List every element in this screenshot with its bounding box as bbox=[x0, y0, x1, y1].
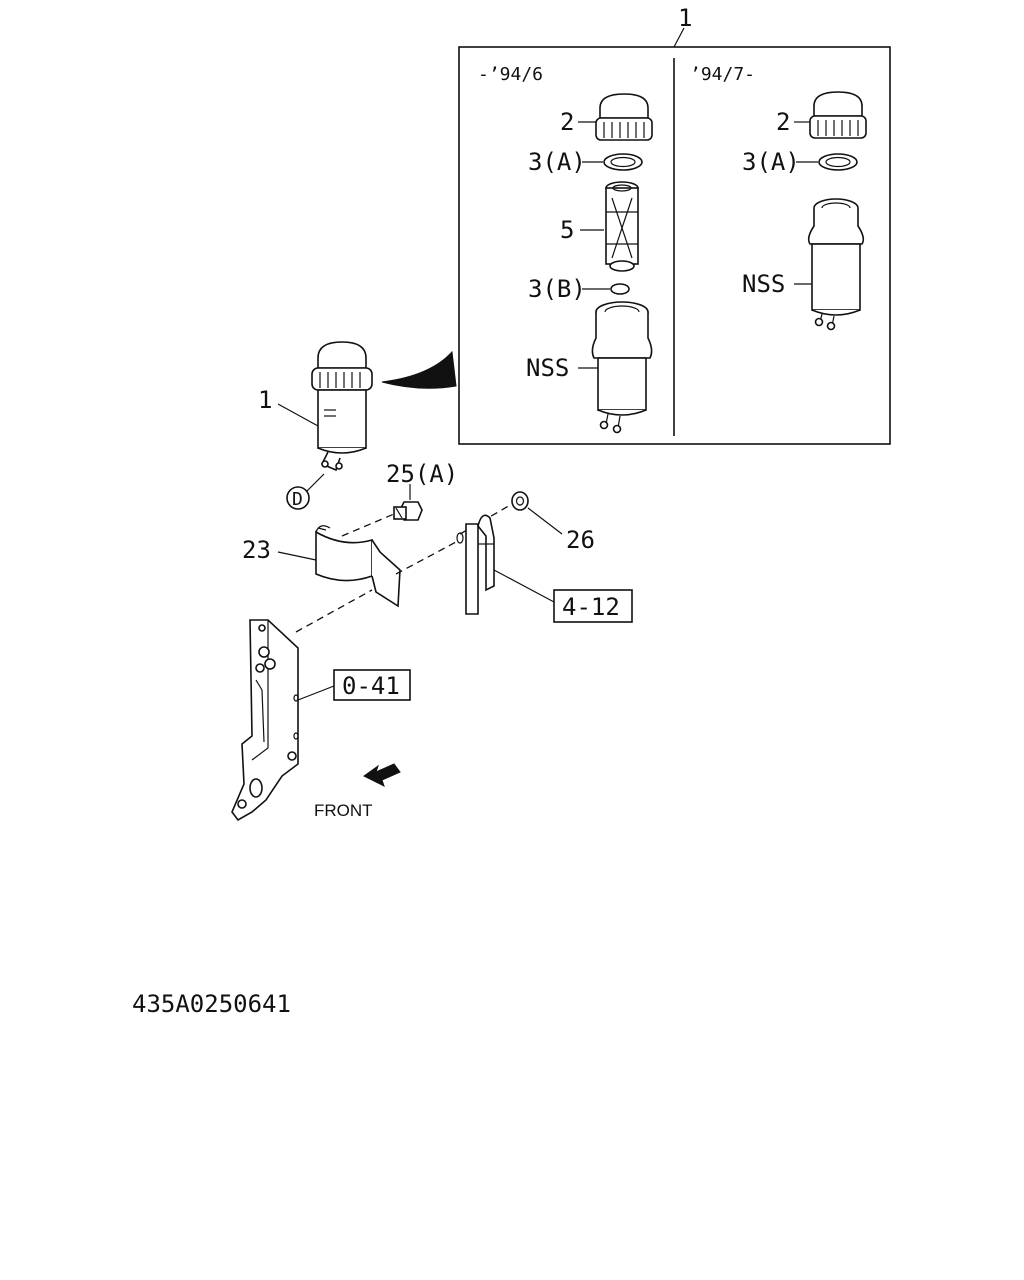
left-label-3b: 3(B) bbox=[528, 275, 586, 303]
right-label-2: 2 bbox=[776, 108, 790, 136]
main-label-25a: 25(A) bbox=[386, 460, 458, 488]
nut-part bbox=[511, 491, 529, 511]
left-label-5: 5 bbox=[560, 216, 574, 244]
filter-housing-part-right bbox=[807, 198, 865, 331]
left-panel-period: -’94/6 bbox=[478, 64, 543, 85]
ref-box-0-41 bbox=[333, 669, 411, 701]
right-label-nss: NSS bbox=[742, 270, 785, 298]
small-o-ring-part bbox=[610, 283, 630, 295]
drawing-id: 435A0250641 bbox=[132, 990, 291, 1018]
fuel-filter-assembly bbox=[311, 341, 373, 472]
front-arrow-icon bbox=[363, 763, 401, 787]
bolt-part bbox=[393, 501, 423, 521]
pipe-bracket-part bbox=[456, 514, 495, 615]
main-label-1: 1 bbox=[258, 386, 272, 414]
left-label-2: 2 bbox=[560, 108, 574, 136]
ref-label-0-41: 0-41 bbox=[342, 672, 400, 700]
mounting-bracket-part bbox=[231, 619, 299, 822]
o-ring-part-right bbox=[818, 153, 858, 171]
right-label-3a: 3(A) bbox=[742, 148, 800, 176]
main-label-26: 26 bbox=[566, 526, 595, 554]
cap-part-right bbox=[809, 91, 867, 139]
inset-panel: 1 -’94/6 ’94/7- bbox=[458, 4, 891, 445]
cap-part bbox=[595, 93, 653, 141]
inset-callout-label: 1 bbox=[678, 4, 692, 32]
front-direction-label: FRONT bbox=[314, 801, 373, 820]
right-panel-period: ’94/7- bbox=[690, 64, 755, 85]
left-label-3a: 3(A) bbox=[528, 148, 586, 176]
right-panel-parts: 2 3(A) NSS bbox=[742, 91, 867, 331]
ref-label-4-12: 4-12 bbox=[562, 593, 620, 621]
main-label-23: 23 bbox=[242, 536, 271, 564]
ref-box-4-12 bbox=[553, 589, 633, 623]
clamp-part bbox=[315, 525, 401, 608]
filter-element-part bbox=[605, 181, 639, 272]
o-ring-part bbox=[603, 153, 643, 171]
connector-d-marker bbox=[286, 486, 310, 510]
connector-d-label: D bbox=[292, 489, 303, 510]
filter-housing-part bbox=[591, 301, 653, 434]
left-label-nss: NSS bbox=[526, 354, 569, 382]
inset-pointer-arrow bbox=[381, 350, 457, 389]
left-panel-parts: 2 3(A) 5 3(B) bbox=[526, 93, 653, 434]
